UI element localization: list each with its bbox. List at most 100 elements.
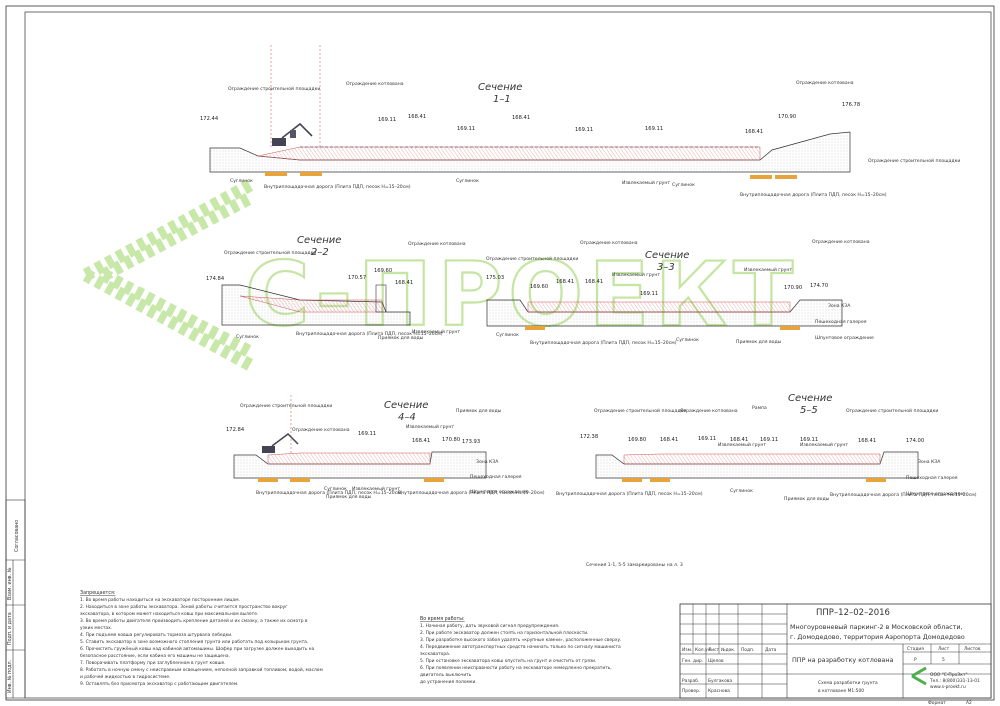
forbidden-line: 7. Поворачивать платформу при заглубленн… [80,659,226,666]
tb-col-kol: Кол.уч. [695,647,712,653]
tb-col-izm: Изм. [682,647,692,653]
s4-clay: Суглинок [324,486,347,492]
section-4-4: Сечение 4–4 172.84 169.11 168.41 170.80 … [226,395,545,500]
excavator-icon [272,122,313,146]
tb-sheet-head: Лист [938,646,950,652]
during-line: 1. Начиная работу, дать звуковой сигнал … [420,622,559,629]
tb-format-value: А2 [966,700,972,706]
forbidden-title: Запрещается: [80,590,116,596]
during-line: до устранения поломки. [420,680,477,685]
section-1-road-slab-2 [300,172,322,176]
tb-col-list: Лист [708,647,720,653]
elev-1-6: 169.11 [645,126,663,132]
section-1-ground [209,131,851,173]
during-line: 2. При работе экскаватор должен стоять н… [420,629,589,636]
tb-code: ППР–12–02–2016 [816,608,890,618]
tb-col-doc: №док. [721,647,735,653]
section-1-title: Сечение [478,82,522,93]
s3-sheet-pile: Шпунтовое ограждение [815,335,874,341]
tb-stage: Р [914,657,917,663]
section-4-title: Сечение [384,400,428,411]
elev-1-2: 168.41 [408,114,426,120]
s5-extracted-2: Извлекаемый грунт [800,441,848,448]
s4-extracted-2: Извлекаемый грунт [352,485,400,492]
during-line: 3. При разработке высокого забоя удалять… [420,636,621,643]
s3-fence-pit-2: Ограждение котлована [812,239,870,245]
elev-4-2: 168.41 [412,438,430,444]
s1-fence-site-right: Ограждение строительной площадки [868,157,960,164]
elev-2-3: 168.41 [395,280,413,286]
elev-5-1: 169.80 [628,437,646,443]
elev-3-4: 169.11 [640,291,658,297]
s5-road-left: Внутриплощадочная дорога (Плита ПДП, пес… [556,491,703,497]
s4-fence-pit: Ограждение котлована [292,427,350,433]
notes-forbidden: Запрещается: 1. Во время работы находить… [80,590,323,687]
s3-clay-2: Суглинок [676,337,699,343]
elev-2-1: 170.57 [348,275,366,281]
section-4-road-slab-3 [424,478,444,482]
s5-extracted: Извлекаемый грунт [718,441,766,448]
section-3-excavation [527,301,791,313]
section-5-road-slab-3 [866,478,886,482]
s5-fence-site-right: Ограждение строительной площадки [846,407,938,414]
elev-4-1: 169.11 [358,431,376,437]
elev-1-0: 172.44 [200,116,219,122]
tb-name: Булгакова [708,678,732,684]
s4-fence-site: Ограждение строительной площадки [240,402,332,409]
elev-2-2: 169.60 [374,268,392,274]
tb-col-date: Дата [765,647,777,653]
forbidden-line: 8. Работать в ночную смену с неисправным… [80,666,323,673]
watermark-text: С-ПРОЕКТ [245,243,799,346]
tb-role: Провер. [682,688,700,694]
elev-5-4: 168.41 [730,437,748,443]
excavator-icon [262,433,299,453]
tb-org-site: www.s-proekt.ru [930,684,966,690]
s1-fence-site: Ограждение строительной площадки [228,85,320,92]
elev-1-4: 168.41 [512,115,530,121]
inner-frame [24,11,992,699]
s4-sheet-pile: Шпунтовое ограждение [470,489,529,495]
forbidden-line: безопасное расстояние, если кабина его м… [80,652,230,659]
s5-sheet-pile: Шпунтовое ограждение [906,491,965,497]
s3-extracted-2: Извлекаемый грунт [744,266,792,273]
notes-during: Во время работы: 1. Начиная работу, дать… [420,616,621,685]
s3-fence-site: Ограждение строительной площадки [486,255,578,262]
section-4-number: 4–4 [398,412,416,423]
s3-zone-kza: Зона КЗА [828,303,851,309]
during-title: Во время работы: [420,616,465,622]
elev-4-0: 172.84 [226,427,245,433]
s4-extracted: Извлекаемый грунт [406,423,454,430]
elev-5-7: 168.41 [858,438,876,444]
s4-pedestrian: Пешеходная галерея [470,474,522,480]
elev-1-1: 169.11 [378,117,396,123]
s5-clay: Суглинок [730,488,753,494]
s1-road-right: Внутриплощадочная дорога (Плита ПДП, пес… [740,192,887,198]
elev-3-5: 170.90 [784,285,802,291]
tb-object-line1: Многоуровневый паркинг-2 в Московской об… [790,623,963,631]
section-5-number: 5–5 [800,405,818,416]
forbidden-line: экскаватора, в котором может находиться … [80,612,258,617]
section-5-road-slab [622,478,642,482]
tb-object-line2: г. Домодедово, территория Аэропорта Домо… [790,633,965,641]
elev-5-2: 168.41 [660,437,678,443]
section-1-road-slab [265,172,287,176]
forbidden-line: 3. Во время работы двигателя производить… [80,617,308,624]
tb-drawing-line1: Схема разработки грунта [818,679,878,686]
s2-pit-water: Приямок для воды [378,335,424,341]
elev-1-9: 176.78 [842,102,860,108]
section-2-excavation [239,295,383,313]
tb-format-label: Формат [928,700,946,706]
during-line: двигатель выключить [420,673,472,678]
tb-sheet: 5 [942,657,945,663]
s1-road-left: Внутриплощадочная дорога (Плита ПДП, пес… [264,184,411,190]
s1-clay-3: Суглинок [672,182,695,188]
sections-note: Сечения 1-1, 5-5 замаркированы на л. 3 [586,562,683,568]
section-1-road-slab-4 [775,175,797,179]
elev-3-0: 175.03 [486,275,504,281]
section-1-1: Сечение 1–1 172.44 169.11 168.41 169.11 … [200,45,960,198]
section-5-road-slab-2 [650,478,670,482]
s4-road-left: Внутриплощадочная дорога (Плита ПДП, пес… [256,490,403,496]
during-line: экскаватора. [420,652,450,657]
sheet-frame [5,5,995,701]
